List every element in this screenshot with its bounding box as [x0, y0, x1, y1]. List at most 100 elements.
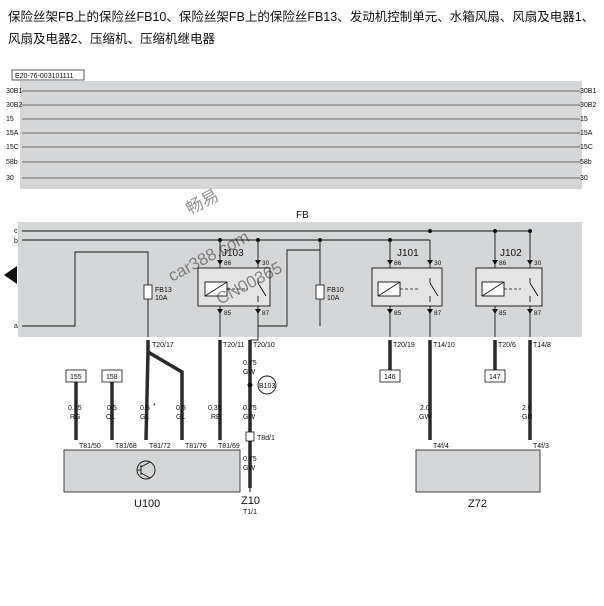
- ref-box-155: [65, 369, 87, 383]
- relay-j103-name: J103: [222, 248, 244, 259]
- transistor-icon: [136, 460, 156, 480]
- connector-t20-19: T20/19: [393, 342, 415, 349]
- connector-t14-8: T14/8: [533, 342, 551, 349]
- bus-label-left: 15A: [6, 130, 19, 137]
- ecu-u100-label: U100: [134, 498, 160, 510]
- bus-label-left: 30B1: [6, 88, 22, 95]
- relay-j101-name: J101: [397, 248, 419, 259]
- splice-dot: [247, 382, 253, 388]
- fuse-fb13: [143, 284, 153, 300]
- fuse-fb13-rating: 10A: [155, 295, 168, 302]
- bus-label-left: 30: [6, 175, 14, 182]
- wire-size: 0.75: [243, 405, 257, 412]
- bus-label-right: 15A: [580, 130, 593, 137]
- wire-color: GL: [140, 414, 149, 421]
- ref-155: 155: [70, 374, 82, 381]
- page-prev-arrow-icon[interactable]: [4, 266, 17, 284]
- bus-label-right: 30B2: [580, 102, 596, 109]
- relay-j101-pin86: 86: [394, 260, 402, 267]
- relay-j102-pin85: 85: [499, 310, 507, 317]
- wire-size: 0.35: [68, 405, 82, 412]
- rail-junctions: [218, 229, 532, 242]
- relay-j103-pin86: 86: [224, 260, 232, 267]
- diagram-id-box: [11, 69, 85, 81]
- bus-label-right: 30: [580, 175, 588, 182]
- relay-j103: [197, 267, 271, 307]
- connector-t81-76: T81/76: [185, 443, 207, 450]
- ref-146: 146: [384, 374, 396, 381]
- bus-label-left: 15C: [6, 144, 19, 151]
- watermark-brand: 畅易: [183, 186, 222, 219]
- connector-t4f-3: T4f/3: [533, 443, 549, 450]
- wire-size: 0.5: [176, 405, 186, 412]
- external-wires: [74, 340, 532, 488]
- bus-label-left: 30B2: [6, 102, 22, 109]
- connector-t4f-4: T4f/4: [433, 443, 449, 450]
- fuse-fb10: [315, 284, 325, 300]
- relay-j102-pin86: 86: [499, 260, 507, 267]
- ground-z10-label: Z10: [241, 495, 260, 507]
- bus-label-right: 15: [580, 116, 588, 123]
- wire-mark: *: [153, 403, 156, 410]
- wire-color: OL: [106, 414, 115, 421]
- compressor-z72-label: Z72: [468, 498, 487, 510]
- diagram-id: E20-76-003101111: [15, 73, 73, 80]
- wire-color: GL: [176, 414, 185, 421]
- fuse-fb13-name: FB13: [155, 287, 172, 294]
- connector-t14-10: T14/10: [433, 342, 455, 349]
- pin-arrows: [217, 260, 533, 314]
- connector-t81-68: T81/68: [115, 443, 137, 450]
- wire-color: RG: [70, 414, 81, 421]
- connector-t81-69: T81/69: [218, 443, 240, 450]
- wire-color: GR: [522, 414, 533, 421]
- wire-size: 0.5: [140, 405, 150, 412]
- relay-j102: [475, 267, 543, 307]
- rail-label-a: a: [14, 323, 18, 330]
- bus-label-left: 58b: [6, 159, 18, 166]
- compressor-z72-box: [415, 449, 541, 493]
- splice-b103-label: B103: [259, 383, 275, 390]
- rail-label-c: c: [14, 228, 18, 235]
- wire-color: GW: [243, 465, 255, 472]
- wire-color: GW: [243, 414, 255, 421]
- bus-label-right: 58b: [580, 159, 592, 166]
- relay-j103-pin87: 87: [262, 310, 270, 317]
- wire-size: 0.5: [107, 405, 117, 412]
- ref-147: 147: [489, 374, 501, 381]
- wire-color: RB: [211, 414, 221, 421]
- wire-color: GW: [243, 369, 255, 376]
- relay-j101-pin30: 30: [434, 260, 442, 267]
- bus-label-right: 15C: [580, 144, 593, 151]
- relay-j101-pin85: 85: [394, 310, 402, 317]
- connector-t81-72: T81/72: [149, 443, 171, 450]
- internal-wiring: [22, 230, 531, 337]
- ref-box-158: [101, 369, 123, 383]
- connector-t20-6: T20/6: [498, 342, 516, 349]
- fuse-fb10-rating: 10A: [327, 295, 340, 302]
- connector-t8d-1-box: [245, 431, 255, 442]
- relay-j102-pin30: 30: [534, 260, 542, 267]
- bus-lines: [22, 90, 580, 179]
- fuse-fb10-name: FB10: [327, 287, 344, 294]
- bus-panel: [20, 81, 582, 189]
- wire-size: 0.75: [243, 456, 257, 463]
- relay-j103-pin85: 85: [224, 310, 232, 317]
- wire-color: GW: [419, 414, 431, 421]
- connector-t20-11: T20/11: [223, 342, 244, 349]
- bus-label-left: 15: [6, 116, 14, 123]
- ref-box-147: [484, 369, 506, 383]
- page-title: 保险丝架FB上的保险丝FB10、保险丝架FB上的保险丝FB13、发动机控制单元、…: [8, 10, 595, 46]
- wire-size: 0.75: [243, 360, 257, 367]
- connector-t8d-1: T8d/1: [257, 435, 275, 442]
- rail-label-b: b: [14, 238, 18, 245]
- wire-size: 0.35: [208, 405, 222, 412]
- ref-158: 158: [106, 374, 118, 381]
- relay-j101-pin87: 87: [434, 310, 442, 317]
- connector-t1-1: T1/1: [243, 509, 257, 516]
- relay-j102-pin87: 87: [534, 310, 542, 317]
- bus-label-right: 30B1: [580, 88, 596, 95]
- connector-t81-50: T81/50: [79, 443, 101, 450]
- ref-box-146: [379, 369, 401, 383]
- relay-j101: [371, 267, 443, 307]
